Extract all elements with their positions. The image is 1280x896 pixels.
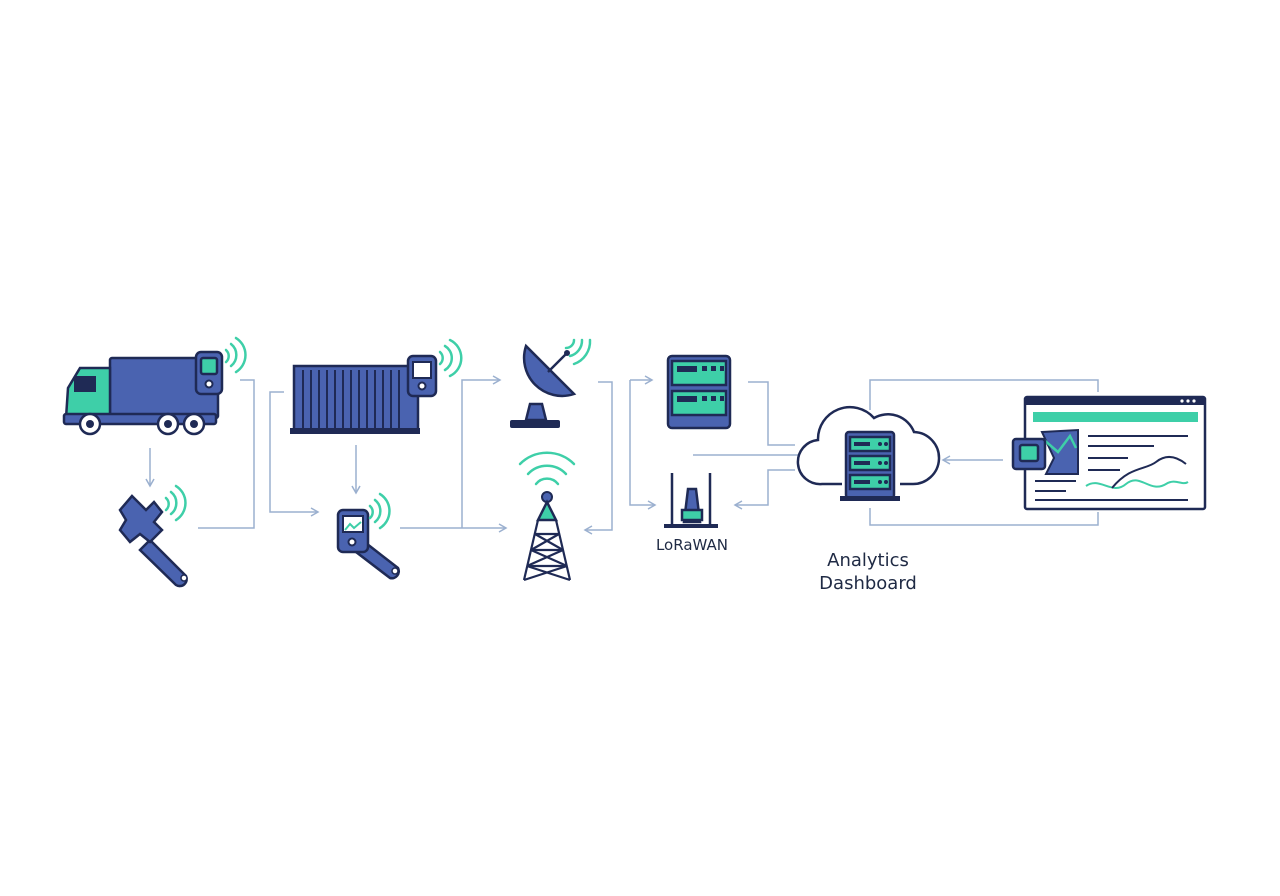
arrow-sensor-to-dish xyxy=(461,375,502,528)
gateway-label: LoRaWAN xyxy=(656,536,728,554)
wire-wrench-bus xyxy=(198,379,255,529)
lorawan-gateway-icon xyxy=(664,473,718,528)
wire-cloud-dashboard-bottom xyxy=(869,508,1099,526)
arrow-bus-to-sensor xyxy=(269,391,320,517)
dashboard-label-line1: Analytics xyxy=(827,550,909,571)
shipping-container-icon xyxy=(290,338,463,434)
dashboard-label-line2: Dashboard xyxy=(819,573,917,594)
arrow-dish-to-tower xyxy=(583,381,613,535)
cloud-server-icon xyxy=(796,405,941,501)
truck-icon xyxy=(62,336,247,436)
satellite-dish-icon xyxy=(510,338,592,428)
connectors xyxy=(145,375,1099,535)
dashboard-window-icon xyxy=(1011,395,1207,511)
wire-cloud-dashboard-top xyxy=(869,379,1099,410)
cell-tower-icon xyxy=(518,451,576,582)
arrow-cloud-to-gateway xyxy=(733,469,795,510)
server-rack-icon xyxy=(666,354,732,430)
wire-server-to-cloud xyxy=(748,381,795,446)
arrow-to-gateway xyxy=(629,380,657,510)
wrench-icon xyxy=(118,484,188,588)
handheld-sensor-icon xyxy=(336,492,401,580)
